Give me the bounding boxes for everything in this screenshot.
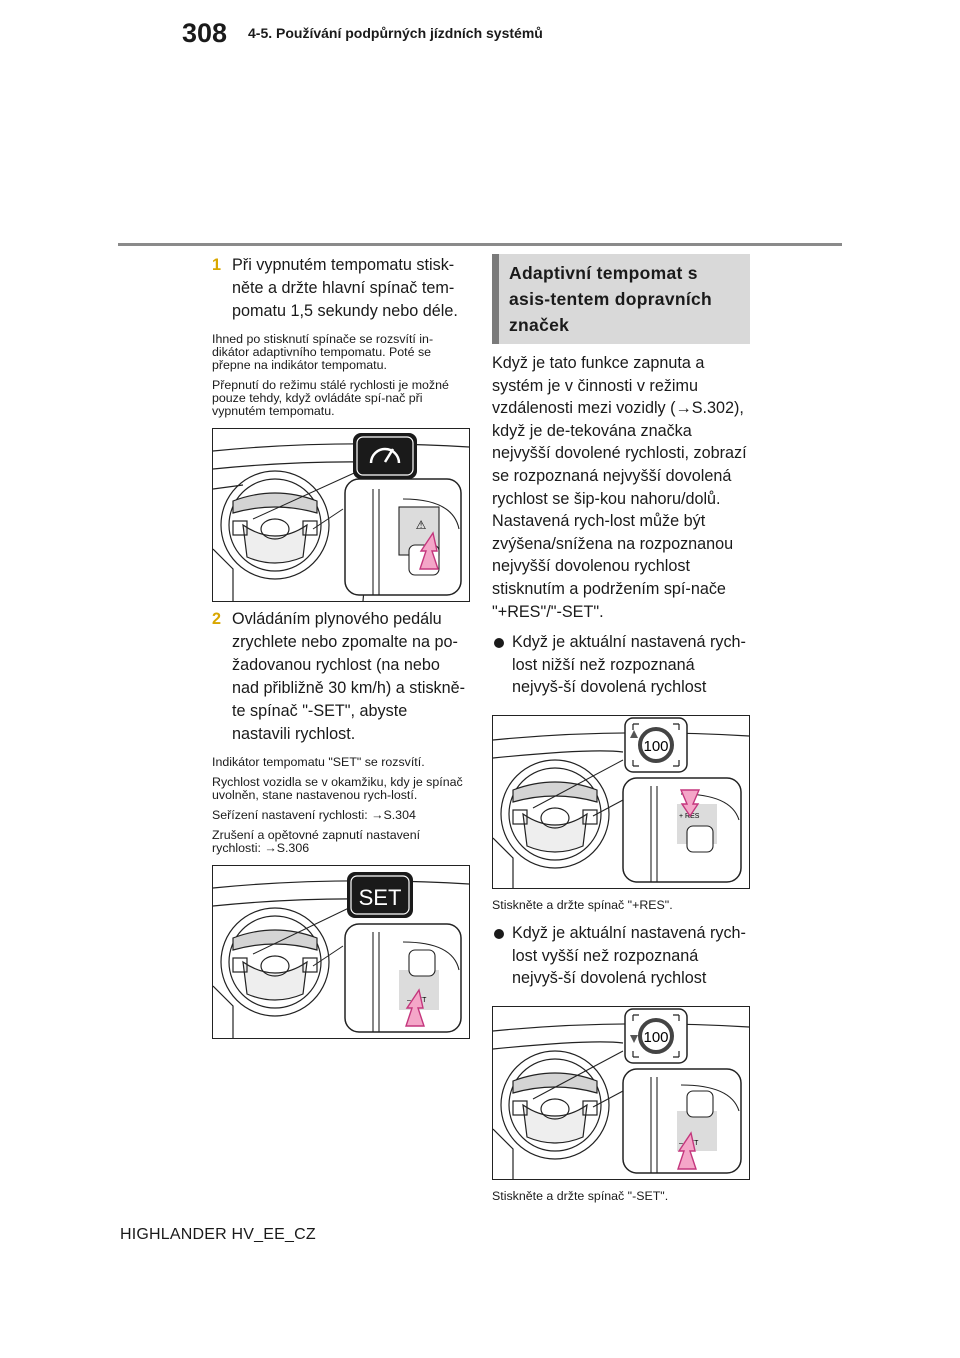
note: Přepnutí do režimu stálé rychlosti je mo…	[212, 378, 449, 418]
left-column: 1 Při vypnutém tempomatu stisk-něte a dr…	[212, 254, 470, 1039]
page-number: 308	[182, 18, 228, 48]
header-rule	[118, 243, 842, 246]
figure-res-switch: + RES 100	[492, 714, 750, 889]
bullet-lower-speed: Když je aktuální nastavená rych-lost niž…	[492, 631, 750, 699]
step-1: 1 Při vypnutém tempomatu stisk-něte a dr…	[212, 254, 470, 323]
set-indicator: SET	[359, 885, 402, 910]
arrow-up-icon	[630, 729, 638, 738]
right-column: Adaptivní tempomat s asis-tentem dopravn…	[492, 254, 750, 1213]
step-text: Ovládáním plynového pedálu zrychlete neb…	[232, 610, 466, 743]
speed-sign: 100	[643, 1029, 668, 1046]
note: Indikátor tempomatu "SET" se rozsvítí.	[212, 755, 425, 769]
section-title: Adaptivní tempomat s asis-tentem dopravn…	[492, 254, 750, 344]
caption: Stiskněte a držte spínač "+RES".	[492, 897, 673, 912]
chapter-title: 4-5. Používání podpůrných jízdních systé…	[248, 25, 543, 41]
figure-set-switch-2: – SET 100	[492, 1005, 750, 1180]
step-number: 2	[212, 610, 222, 628]
note: Ihned po stisknutí spínače se rozsvítí i…	[212, 332, 434, 372]
bullet-dot	[494, 638, 504, 649]
intro-paragraph: Když je tato funkce zapnuta a systém je …	[492, 354, 747, 621]
bullet-dot	[494, 928, 504, 939]
note: Seřízení nastavení rychlosti: →S.304	[212, 808, 416, 822]
bullet-text: Když je aktuální nastavená rych-lost vyš…	[512, 923, 746, 988]
step-2: 2 Ovládáním plynového pedálu zrychlete n…	[212, 608, 470, 746]
step-text: Při vypnutém tempomatu stisk-něte a držt…	[232, 256, 458, 320]
arrow-down-icon	[630, 1034, 638, 1043]
switch-label: + RES	[679, 813, 700, 820]
figure-set-switch: – SET SET	[212, 865, 470, 1039]
note: Zrušení a opětovné zapnutí nastavení ryc…	[212, 828, 421, 855]
svg-text:⚠: ⚠	[416, 518, 427, 532]
figure-main-switch: ⚠	[212, 428, 470, 602]
step-number: 1	[212, 256, 222, 274]
speed-sign: 100	[643, 738, 668, 755]
bullet-higher-speed: Když je aktuální nastavená rych-lost vyš…	[492, 922, 750, 990]
bullet-text: Když je aktuální nastavená rych-lost niž…	[512, 633, 746, 697]
caption: Stiskněte a držte spínač "-SET".	[492, 1188, 669, 1203]
note: Rychlost vozidla se v okamžiku, kdy je s…	[212, 775, 463, 802]
footer-model: HIGHLANDER HV_EE_CZ	[120, 1226, 316, 1243]
